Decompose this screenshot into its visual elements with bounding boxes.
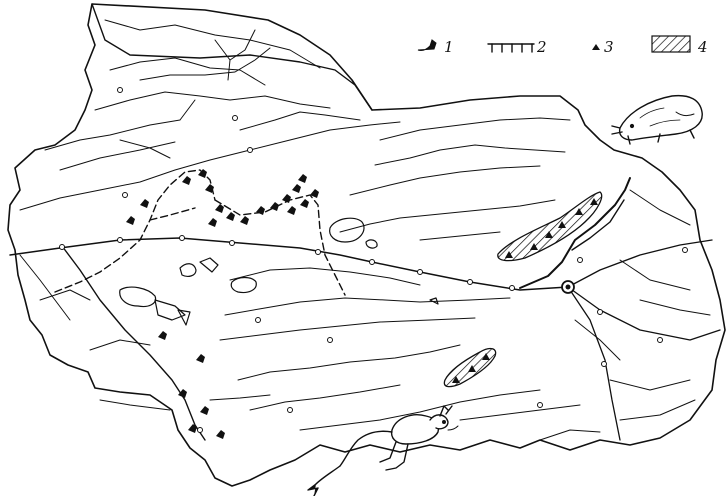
legend-label-3: 3 (604, 38, 614, 56)
hatched-area-icon (651, 35, 691, 53)
settlements (59, 87, 688, 433)
legend-label-1: 1 (444, 38, 454, 56)
east-road-3 (567, 286, 721, 341)
city-marker (561, 280, 575, 294)
north-road (91, 3, 373, 111)
rodent-colony-icon (417, 39, 437, 51)
rivers (19, 19, 711, 441)
legend-item-1: 1 (417, 38, 454, 56)
main-road (9, 237, 569, 291)
east-road-2 (567, 286, 621, 441)
lakes (119, 217, 439, 326)
legend-label-4: 4 (697, 38, 708, 56)
triangle-icon (592, 44, 600, 50)
tick-line-icon (487, 43, 535, 53)
tick-boundary-lines (54, 169, 346, 296)
river-east-2 (571, 199, 625, 251)
hatched-areas (443, 191, 603, 388)
region-boundary (7, 3, 726, 487)
legend-label-2: 2 (536, 38, 547, 56)
legend-item-2: 2 (487, 38, 547, 56)
south-road (61, 245, 206, 441)
colony-mark (126, 169, 319, 439)
river-east (519, 177, 631, 289)
legend-item-3: 3 (592, 38, 614, 56)
rodent-colonies (126, 169, 319, 439)
legend-item-4: 4 (651, 35, 708, 56)
east-road-1 (567, 239, 713, 288)
mole-rat-drawing (611, 94, 703, 145)
jerboa-drawing (307, 405, 459, 496)
triangle-marks (452, 198, 598, 383)
legend: 1 2 3 4 (417, 35, 708, 56)
